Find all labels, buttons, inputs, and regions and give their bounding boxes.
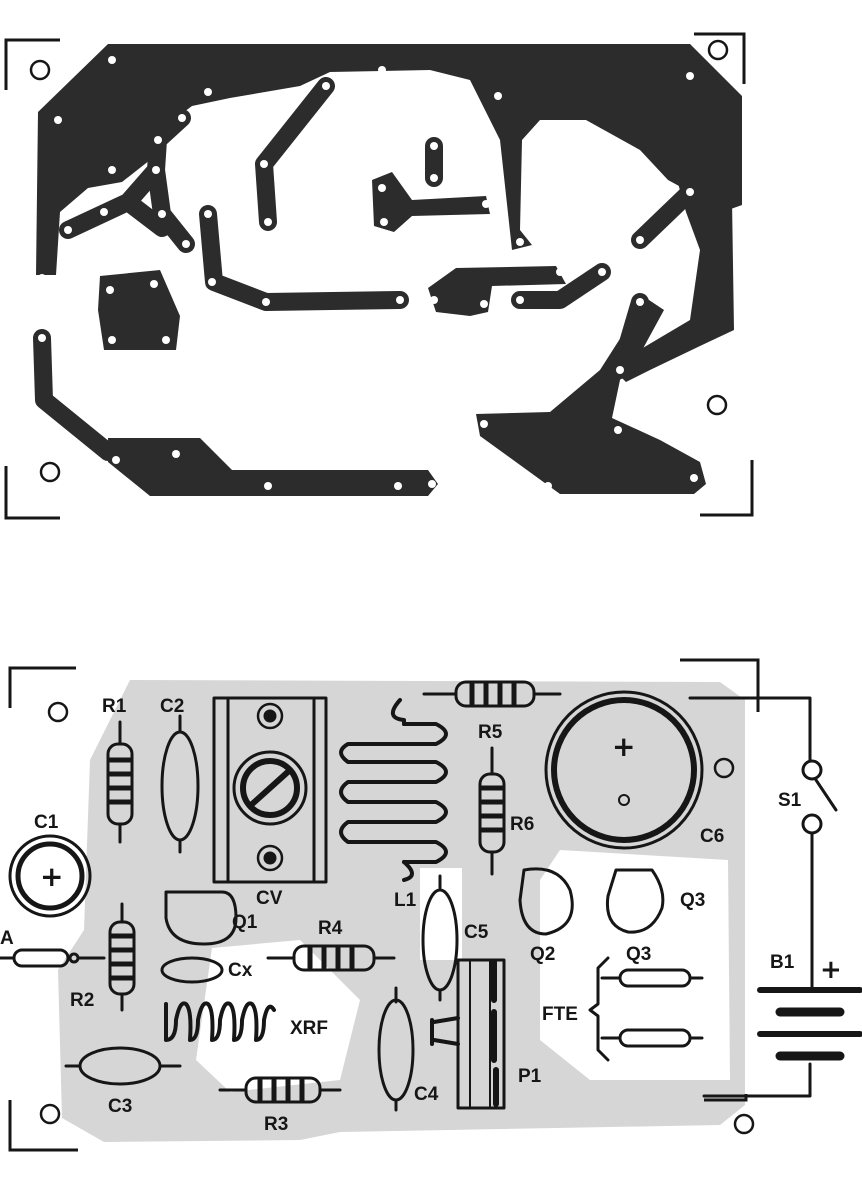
label-r3: R3	[264, 1114, 288, 1135]
capacitor-c5	[421, 874, 459, 1002]
label-r4: R4	[318, 918, 343, 939]
copper-block-mid-right	[428, 266, 566, 316]
label-r2: R2	[70, 990, 94, 1011]
antenna-input-a	[0, 948, 106, 968]
mounting-holes-top	[29, 39, 729, 483]
label-c1: C1	[34, 812, 59, 833]
copper-layout	[4, 32, 754, 520]
ground-plane-right	[612, 176, 734, 382]
label-r5: R5	[478, 722, 503, 743]
transistor-q2	[518, 867, 574, 936]
mounting-hole	[706, 394, 728, 416]
trimmer-p1	[430, 958, 506, 1110]
mounting-hole	[713, 757, 735, 779]
crop-marks-top	[4, 32, 754, 520]
mounting-hole	[707, 39, 729, 61]
label-b1-plus: +	[820, 955, 842, 985]
label-p1: P1	[518, 1066, 542, 1087]
resistor-r6	[478, 746, 506, 876]
component-layout: R1 C2 C1 + CV L1 R5 R6 C6 + S1 Q1 Q2 Q3 …	[0, 658, 862, 1152]
resistor-r4	[266, 944, 396, 972]
label-c6-plus: +	[612, 730, 635, 763]
copper-trace-lower	[108, 438, 438, 496]
label-c1-plus: +	[40, 860, 63, 893]
label-s1: S1	[778, 790, 802, 811]
mounting-hole	[39, 1103, 61, 1125]
speaker-fte	[588, 956, 704, 1062]
mounting-hole	[29, 59, 51, 81]
inductor-l1	[339, 698, 448, 882]
resistor-r5	[422, 680, 562, 708]
label-c5: C5	[464, 922, 489, 943]
label-q3-right: Q3	[680, 890, 705, 911]
capacitor-cx	[160, 956, 224, 984]
label-q3-lower: Q3	[626, 944, 651, 965]
mounting-hole	[39, 461, 61, 483]
label-b1: B1	[770, 952, 795, 973]
label-cv: CV	[256, 888, 283, 909]
choke-xrf	[164, 1001, 276, 1042]
label-cx: Cx	[228, 960, 253, 981]
label-c2: C2	[160, 696, 184, 717]
switch-s1	[688, 696, 838, 992]
label-c3: C3	[108, 1096, 132, 1117]
pad-holes	[38, 56, 698, 490]
battery-b1	[702, 987, 862, 1098]
label-fte: FTE	[542, 1004, 578, 1025]
capacitor-c6	[544, 690, 704, 850]
transistor-q1	[164, 890, 238, 946]
ground-plane-top	[36, 44, 742, 275]
label-l1: L1	[394, 890, 417, 911]
capacitor-c3	[64, 1046, 182, 1086]
capacitor-c1	[8, 834, 92, 918]
resistor-r3	[218, 1076, 342, 1104]
capacitor-c4	[377, 986, 415, 1112]
label-c6: C6	[700, 826, 724, 847]
label-xrf: XRF	[290, 1018, 328, 1039]
label-q2: Q2	[530, 944, 555, 965]
copper-block-lower-right	[476, 298, 706, 494]
transistor-q3	[605, 868, 665, 934]
resistor-r1	[106, 720, 134, 844]
label-q1: Q1	[232, 912, 258, 933]
mounting-hole	[47, 701, 69, 723]
capacitor-c2	[160, 714, 200, 854]
copper-block-triangle	[372, 172, 490, 232]
mounting-holes-bottom	[39, 701, 755, 1135]
label-r6: R6	[510, 814, 534, 835]
resistor-r2	[108, 902, 136, 1012]
copper-block-square	[98, 270, 180, 350]
label-a: A	[0, 928, 14, 949]
label-r1: R1	[102, 696, 127, 717]
copper-trace-left-vertical	[33, 329, 117, 461]
mounting-hole	[733, 1113, 755, 1135]
label-c4: C4	[414, 1084, 439, 1105]
component-labels: R1 C2 C1 + CV L1 R5 R6 C6 + S1 Q1 Q2 Q3 …	[0, 696, 842, 1135]
trimmer-cv	[212, 696, 328, 884]
